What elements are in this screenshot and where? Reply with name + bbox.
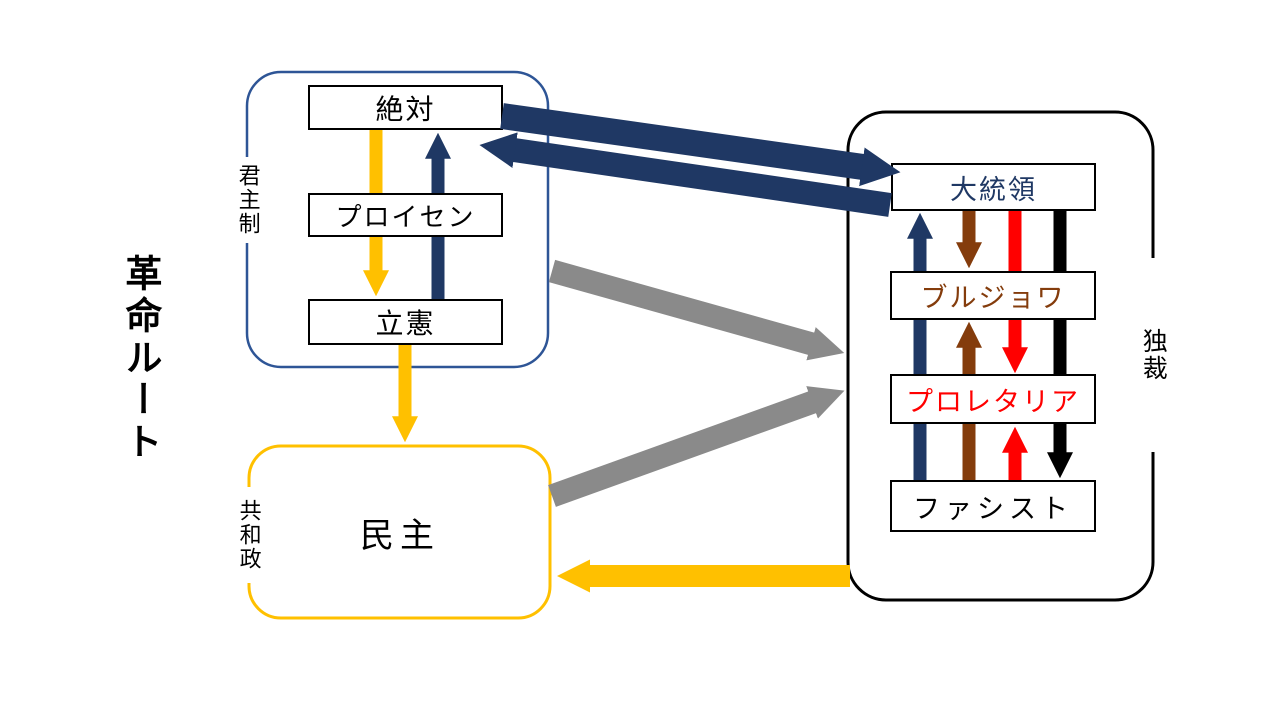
node-president-label: 大統領 (950, 174, 1037, 205)
monarchy-side-label: 君主制 (233, 157, 262, 243)
republic-side-label: 共和政 (234, 487, 263, 583)
node-constitutional-label: 立憲 (375, 308, 436, 339)
dictatorship-side-label: 独裁 (1137, 258, 1168, 452)
node-fascist-label: ファシスト (913, 493, 1073, 524)
node-president: 大統領 (891, 163, 1096, 211)
arrow-republic-to-dictatorship (548, 386, 845, 507)
node-proletariat-label: プロレタリア (906, 386, 1080, 417)
page-title: 革命ルート (119, 254, 161, 464)
node-absolute: 絶対 (308, 85, 503, 130)
node-proletariat: プロレタリア (890, 374, 1096, 424)
node-democracy: 民主 (320, 500, 480, 564)
node-fascist: ファシスト (890, 480, 1096, 532)
node-bourgeois: ブルジョワ (890, 271, 1096, 320)
node-bourgeois-label: ブルジョワ (920, 283, 1066, 313)
node-prussia: プロイセン (308, 193, 503, 237)
node-democracy-label: 民主 (360, 516, 440, 555)
node-absolute-label: 絶対 (375, 93, 436, 125)
node-prussia-label: プロイセン (335, 201, 476, 232)
node-constitutional: 立憲 (308, 299, 503, 345)
arrow-monarchy-to-dictatorship (548, 259, 845, 361)
